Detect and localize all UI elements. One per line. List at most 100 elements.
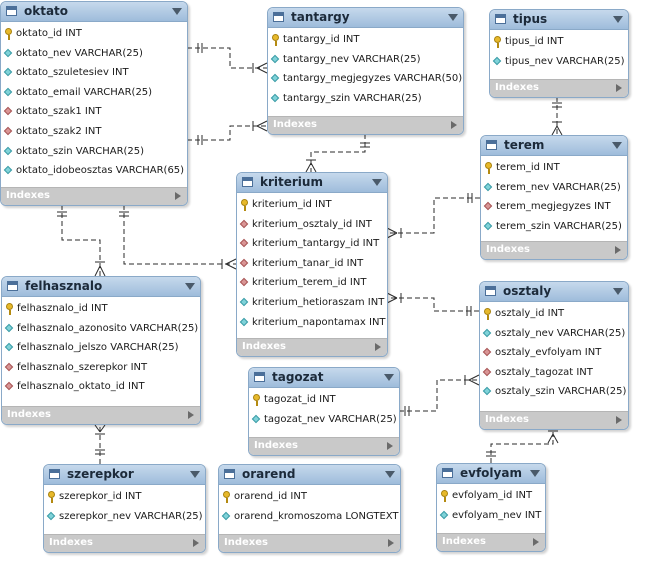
column-row[interactable]: felhasznalo_oktato_id INT — [2, 377, 200, 397]
column-row[interactable]: felhasznalo_jelszo VARCHAR(25) — [2, 338, 200, 358]
indexes-section[interactable]: Indexes — [480, 411, 628, 429]
expand-arrow-icon[interactable] — [387, 442, 393, 450]
column-row[interactable]: szerepkor_nev VARCHAR(25) — [44, 507, 205, 527]
column-row[interactable]: osztaly_evfolyam INT — [480, 343, 628, 363]
table-header[interactable]: tipus — [490, 10, 628, 30]
table-header[interactable]: kriterium — [237, 173, 387, 193]
table-header[interactable]: felhasznalo — [2, 277, 200, 297]
column-label: tantargy_szin VARCHAR(25) — [283, 92, 422, 104]
indexes-section[interactable]: Indexes — [490, 79, 628, 97]
column-row[interactable]: kriterium_hetioraszam INT — [237, 293, 387, 313]
column-row[interactable]: szerepkor_id INT — [44, 487, 205, 507]
table-header[interactable]: terem — [481, 136, 627, 156]
column-row[interactable]: evfolyam_nev INT — [437, 506, 545, 526]
expand-arrow-icon[interactable] — [451, 121, 457, 129]
column-row[interactable]: oktato_idobeosztas VARCHAR(65) — [1, 161, 187, 181]
column-row[interactable]: tantargy_szin VARCHAR(25) — [268, 89, 463, 109]
expand-arrow-icon[interactable] — [388, 539, 394, 547]
column-row[interactable]: kriterium_napontamax INT — [237, 313, 387, 333]
column-row[interactable]: evfolyam_id INT — [437, 486, 545, 506]
indexes-section[interactable]: Indexes — [481, 241, 627, 259]
column-row[interactable]: tagozat_id INT — [249, 390, 399, 410]
column-icon — [3, 48, 13, 57]
expand-arrow-icon[interactable] — [616, 84, 622, 92]
column-row[interactable]: oktato_szin VARCHAR(25) — [1, 142, 187, 162]
expand-arrow-icon[interactable] — [193, 539, 199, 547]
column-row[interactable]: oktato_szuletesiev INT — [1, 63, 187, 83]
table-header[interactable]: oktato — [1, 2, 187, 22]
column-row[interactable]: osztaly_nev VARCHAR(25) — [480, 324, 628, 344]
collapse-arrow-icon[interactable] — [384, 374, 394, 381]
table-header[interactable]: osztaly — [480, 282, 628, 302]
column-row[interactable]: osztaly_szin VARCHAR(25) — [480, 382, 628, 402]
collapse-arrow-icon[interactable] — [613, 16, 623, 23]
column-row[interactable]: tipus_id INT — [490, 32, 628, 52]
indexes-section[interactable]: Indexes — [219, 534, 400, 552]
table-tipus[interactable]: tipus tipus_id INT tipus_nev VARCHAR(25)… — [489, 9, 629, 98]
column-row[interactable]: oktato_szak2 INT — [1, 122, 187, 142]
expand-arrow-icon[interactable] — [615, 246, 621, 254]
expand-arrow-icon[interactable] — [616, 416, 622, 424]
column-row[interactable]: terem_szin VARCHAR(25) — [481, 217, 627, 237]
table-header[interactable]: orarend — [219, 465, 400, 485]
table-felhasznalo[interactable]: felhasznalo felhasznalo_id INT felhaszna… — [1, 276, 201, 425]
indexes-section[interactable]: Indexes — [268, 116, 463, 134]
indexes-section[interactable]: Indexes — [44, 534, 205, 552]
column-row[interactable]: tantargy_nev VARCHAR(25) — [268, 50, 463, 70]
column-row[interactable]: orarend_id INT — [219, 487, 400, 507]
collapse-arrow-icon[interactable] — [172, 8, 182, 15]
column-row[interactable]: terem_id INT — [481, 158, 627, 178]
table-szerepkor[interactable]: szerepkor szerepkor_id INT szerepkor_nev… — [43, 464, 206, 553]
collapse-arrow-icon[interactable] — [185, 283, 195, 290]
column-row[interactable]: kriterium_osztaly_id INT — [237, 215, 387, 235]
table-header[interactable]: tagozat — [249, 368, 399, 388]
table-header[interactable]: szerepkor — [44, 465, 205, 485]
column-row[interactable]: tantargy_megjegyzes VARCHAR(50) — [268, 69, 463, 89]
column-row[interactable]: osztaly_id INT — [480, 304, 628, 324]
column-row[interactable]: terem_megjegyzes INT — [481, 197, 627, 217]
column-row[interactable]: felhasznalo_azonosito VARCHAR(25) — [2, 319, 200, 339]
collapse-arrow-icon[interactable] — [530, 470, 540, 477]
column-row[interactable]: tagozat_nev VARCHAR(25) — [249, 410, 399, 430]
table-tagozat[interactable]: tagozat tagozat_id INT tagozat_nev VARCH… — [248, 367, 400, 456]
table-tantargy[interactable]: tantargy tantargy_id INT tantargy_nev VA… — [267, 7, 464, 135]
column-row[interactable]: kriterium_id INT — [237, 195, 387, 215]
indexes-section[interactable]: Indexes — [437, 533, 545, 551]
column-row[interactable]: oktato_id INT — [1, 24, 187, 44]
collapse-arrow-icon[interactable] — [385, 471, 395, 478]
table-header[interactable]: evfolyam — [437, 464, 545, 484]
table-terem[interactable]: terem terem_id INT terem_nev VARCHAR(25)… — [480, 135, 628, 260]
table-oktato[interactable]: oktato oktato_id INT oktato_nev VARCHAR(… — [0, 1, 188, 206]
table-osztaly[interactable]: osztaly osztaly_id INT osztaly_nev VARCH… — [479, 281, 629, 430]
expand-arrow-icon[interactable] — [188, 411, 194, 419]
indexes-section[interactable]: Indexes — [249, 437, 399, 455]
collapse-arrow-icon[interactable] — [613, 288, 623, 295]
column-row[interactable]: oktato_nev VARCHAR(25) — [1, 44, 187, 64]
collapse-arrow-icon[interactable] — [372, 179, 382, 186]
collapse-arrow-icon[interactable] — [612, 142, 622, 149]
column-row[interactable]: oktato_email VARCHAR(25) — [1, 83, 187, 103]
expand-arrow-icon[interactable] — [175, 192, 181, 200]
table-kriterium[interactable]: kriterium kriterium_id INT kriterium_osz… — [236, 172, 388, 357]
column-row[interactable]: kriterium_tanar_id INT — [237, 254, 387, 274]
expand-arrow-icon[interactable] — [533, 538, 539, 546]
column-row[interactable]: osztaly_tagozat INT — [480, 363, 628, 383]
indexes-section[interactable]: Indexes — [2, 406, 200, 424]
column-row[interactable]: oktato_szak1 INT — [1, 102, 187, 122]
column-row[interactable]: kriterium_tantargy_id INT — [237, 234, 387, 254]
table-orarend[interactable]: orarend orarend_id INT orarend_kromoszom… — [218, 464, 401, 553]
collapse-arrow-icon[interactable] — [190, 471, 200, 478]
collapse-arrow-icon[interactable] — [448, 14, 458, 21]
column-row[interactable]: tipus_nev VARCHAR(25) — [490, 52, 628, 72]
indexes-section[interactable]: Indexes — [237, 338, 387, 356]
table-evfolyam[interactable]: evfolyam evfolyam_id INT evfolyam_nev IN… — [436, 463, 546, 552]
column-row[interactable]: felhasznalo_szerepkor INT — [2, 358, 200, 378]
column-row[interactable]: terem_nev VARCHAR(25) — [481, 178, 627, 198]
column-row[interactable]: tantargy_id INT — [268, 30, 463, 50]
column-row[interactable]: felhasznalo_id INT — [2, 299, 200, 319]
column-row[interactable]: kriterium_terem_id INT — [237, 273, 387, 293]
column-row[interactable]: orarend_kromoszoma LONGTEXT — [219, 507, 400, 527]
expand-arrow-icon[interactable] — [375, 343, 381, 351]
indexes-section[interactable]: Indexes — [1, 187, 187, 205]
table-header[interactable]: tantargy — [268, 8, 463, 28]
